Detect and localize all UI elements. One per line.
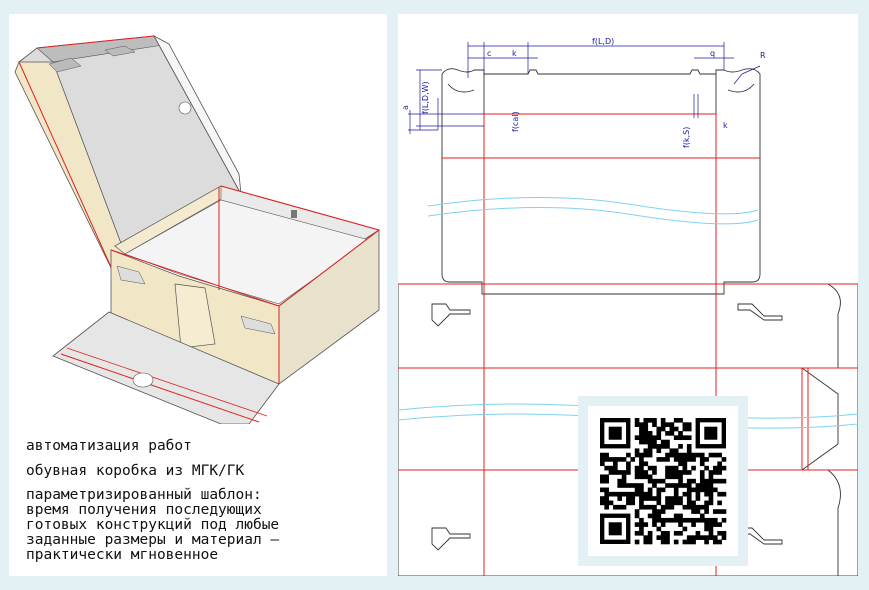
caption-automation: автоматизация работ xyxy=(26,438,192,454)
dim-k2: k xyxy=(723,121,728,130)
open-shoebox-illustration xyxy=(14,35,380,424)
dim-a: a xyxy=(401,105,410,110)
qr-finder-pattern xyxy=(600,513,631,544)
dieline-panel: f(L,D) c k q R f(L,D,W) a f(cal) f(k,S) … xyxy=(398,14,858,576)
dim-fLD: f(L,D) xyxy=(592,37,614,46)
dim-k: k xyxy=(512,49,517,58)
dim-fLDW: f(L,D,W) xyxy=(421,81,430,114)
dim-R: R xyxy=(760,51,766,60)
dim-fkS: f(k,S) xyxy=(682,127,691,148)
qr-finder-pattern xyxy=(695,418,726,449)
qr-finder-pattern xyxy=(600,418,631,449)
caption-template: параметризированный шаблон: время получе… xyxy=(26,487,280,563)
qr-code xyxy=(588,406,738,556)
qr-code-frame xyxy=(578,396,748,566)
dim-fcal: f(cal) xyxy=(511,111,520,132)
box-dieline-drawing: f(L,D) c k q R f(L,D,W) a f(cal) f(k,S) … xyxy=(398,37,858,576)
illustration-panel: автоматизация работ обувная коробка из М… xyxy=(9,14,387,576)
caption-shoebox: обувная коробка из МГК/ГК xyxy=(26,463,245,479)
dim-q: q xyxy=(710,49,715,58)
dim-c: c xyxy=(487,49,491,58)
